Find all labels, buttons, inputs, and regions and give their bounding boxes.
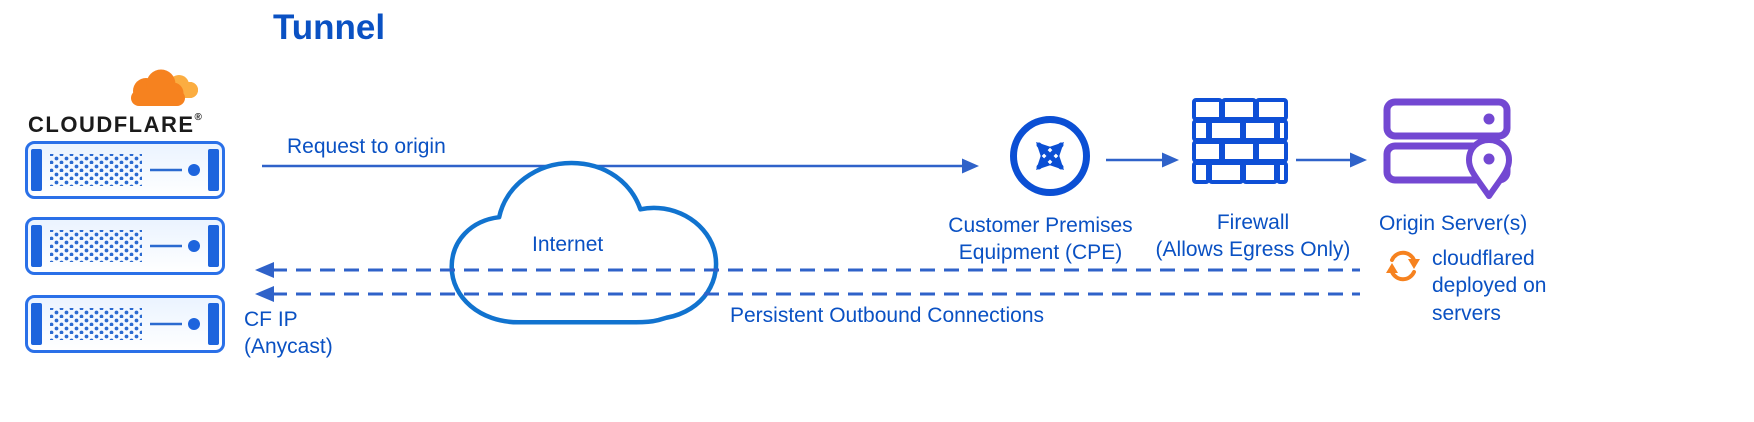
firewall-label-line1: Firewall — [1216, 211, 1290, 234]
cpe-to-firewall-arrow — [1106, 152, 1179, 168]
cloudflared-sync-icon — [1386, 250, 1420, 282]
request-to-origin-label: Request to origin — [287, 135, 446, 158]
edge-server-icon — [24, 216, 226, 276]
cf-ip-anycast-label: CF IP (Anycast) — [244, 306, 333, 361]
cpe-label: Customer Premises Equipment (CPE) — [938, 212, 1143, 267]
firewall-icon — [1192, 98, 1288, 184]
origin-servers-label: Origin Server(s) — [1379, 212, 1528, 235]
persistent-connections-label: Persistent Outbound Connections — [730, 304, 1045, 327]
cf-ip-label-line1: CF IP — [244, 308, 298, 331]
cloudflare-wordmark: CLOUDFLARE® — [28, 112, 234, 138]
edge-server-icon — [24, 140, 226, 200]
cloudflared-label: cloudflared deployed on servers — [1432, 245, 1546, 327]
registered-trademark: ® — [194, 112, 202, 123]
cloudflared-label-line1: cloudflared — [1432, 247, 1535, 270]
cloudflare-logo-icon — [131, 69, 198, 106]
cpe-router-icon — [1010, 116, 1090, 196]
persistent-outbound-arrowheads — [255, 262, 274, 302]
cf-ip-label-line2: (Anycast) — [244, 335, 333, 359]
internet-cloud-icon — [449, 160, 719, 325]
cpe-label-line2: Equipment (CPE) — [958, 241, 1123, 265]
persistent-outbound-lines — [272, 268, 1360, 296]
firewall-label-line2: (Allows Egress Only) — [1155, 238, 1351, 262]
location-pin-icon — [1466, 137, 1512, 199]
diagram-title: Tunnel — [273, 8, 386, 47]
request-arrow — [262, 158, 979, 174]
edge-server-icon — [24, 294, 226, 354]
cloudflare-wordmark-text: CLOUDFLARE — [28, 112, 195, 137]
origin-server-icon — [1383, 98, 1512, 199]
internet-label: Internet — [532, 233, 604, 256]
firewall-label: Firewall (Allows Egress Only) — [1143, 209, 1363, 264]
cpe-label-line1: Customer Premises — [948, 214, 1133, 237]
cloudflared-label-line2: deployed on — [1432, 274, 1547, 298]
firewall-to-origin-arrow — [1296, 152, 1367, 168]
cloudflared-label-line3: servers — [1432, 301, 1501, 325]
